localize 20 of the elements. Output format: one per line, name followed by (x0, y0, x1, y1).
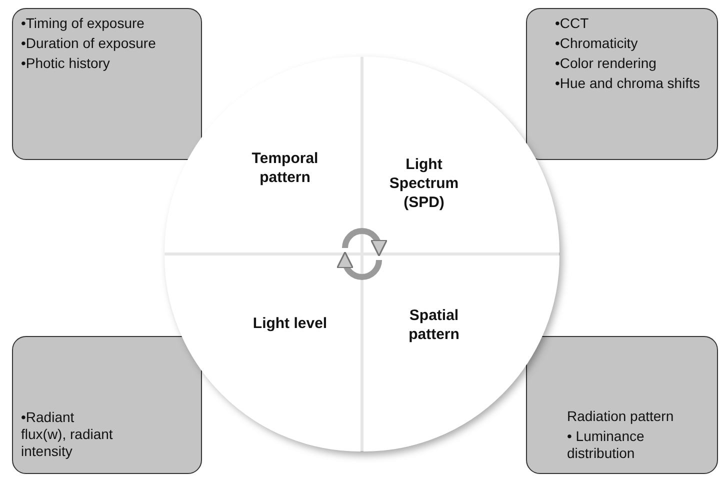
bullet-item: •CCT (555, 15, 590, 32)
info-box (526, 8, 718, 160)
cycle-arrow (342, 228, 388, 257)
quadrant-label: Light level (252, 314, 328, 333)
bullet-item: •Timing of exposure (21, 15, 146, 32)
quadrant-label: Temporal pattern (250, 149, 320, 187)
quadrant-label: Light Spectrum (SPD) (388, 155, 460, 212)
bullet-item: •Radiant flux(w), radiant intensity (21, 409, 114, 460)
bullet-item: •Photic history (21, 55, 111, 72)
quadrant-label: Spatial pattern (408, 306, 460, 344)
bullet-item: •Chromaticity (555, 35, 639, 52)
list-heading: Radiation pattern (567, 408, 675, 425)
bullet-item: •Hue and chroma shifts (555, 75, 701, 92)
bullet-item: • Luminance distribution (567, 428, 646, 462)
info-box (12, 8, 202, 160)
info-box (12, 336, 202, 474)
cycle-arrow (336, 251, 382, 280)
bullet-item: •Color rendering (555, 55, 658, 72)
bullet-item: •Duration of exposure (21, 35, 157, 52)
info-box (526, 336, 718, 474)
